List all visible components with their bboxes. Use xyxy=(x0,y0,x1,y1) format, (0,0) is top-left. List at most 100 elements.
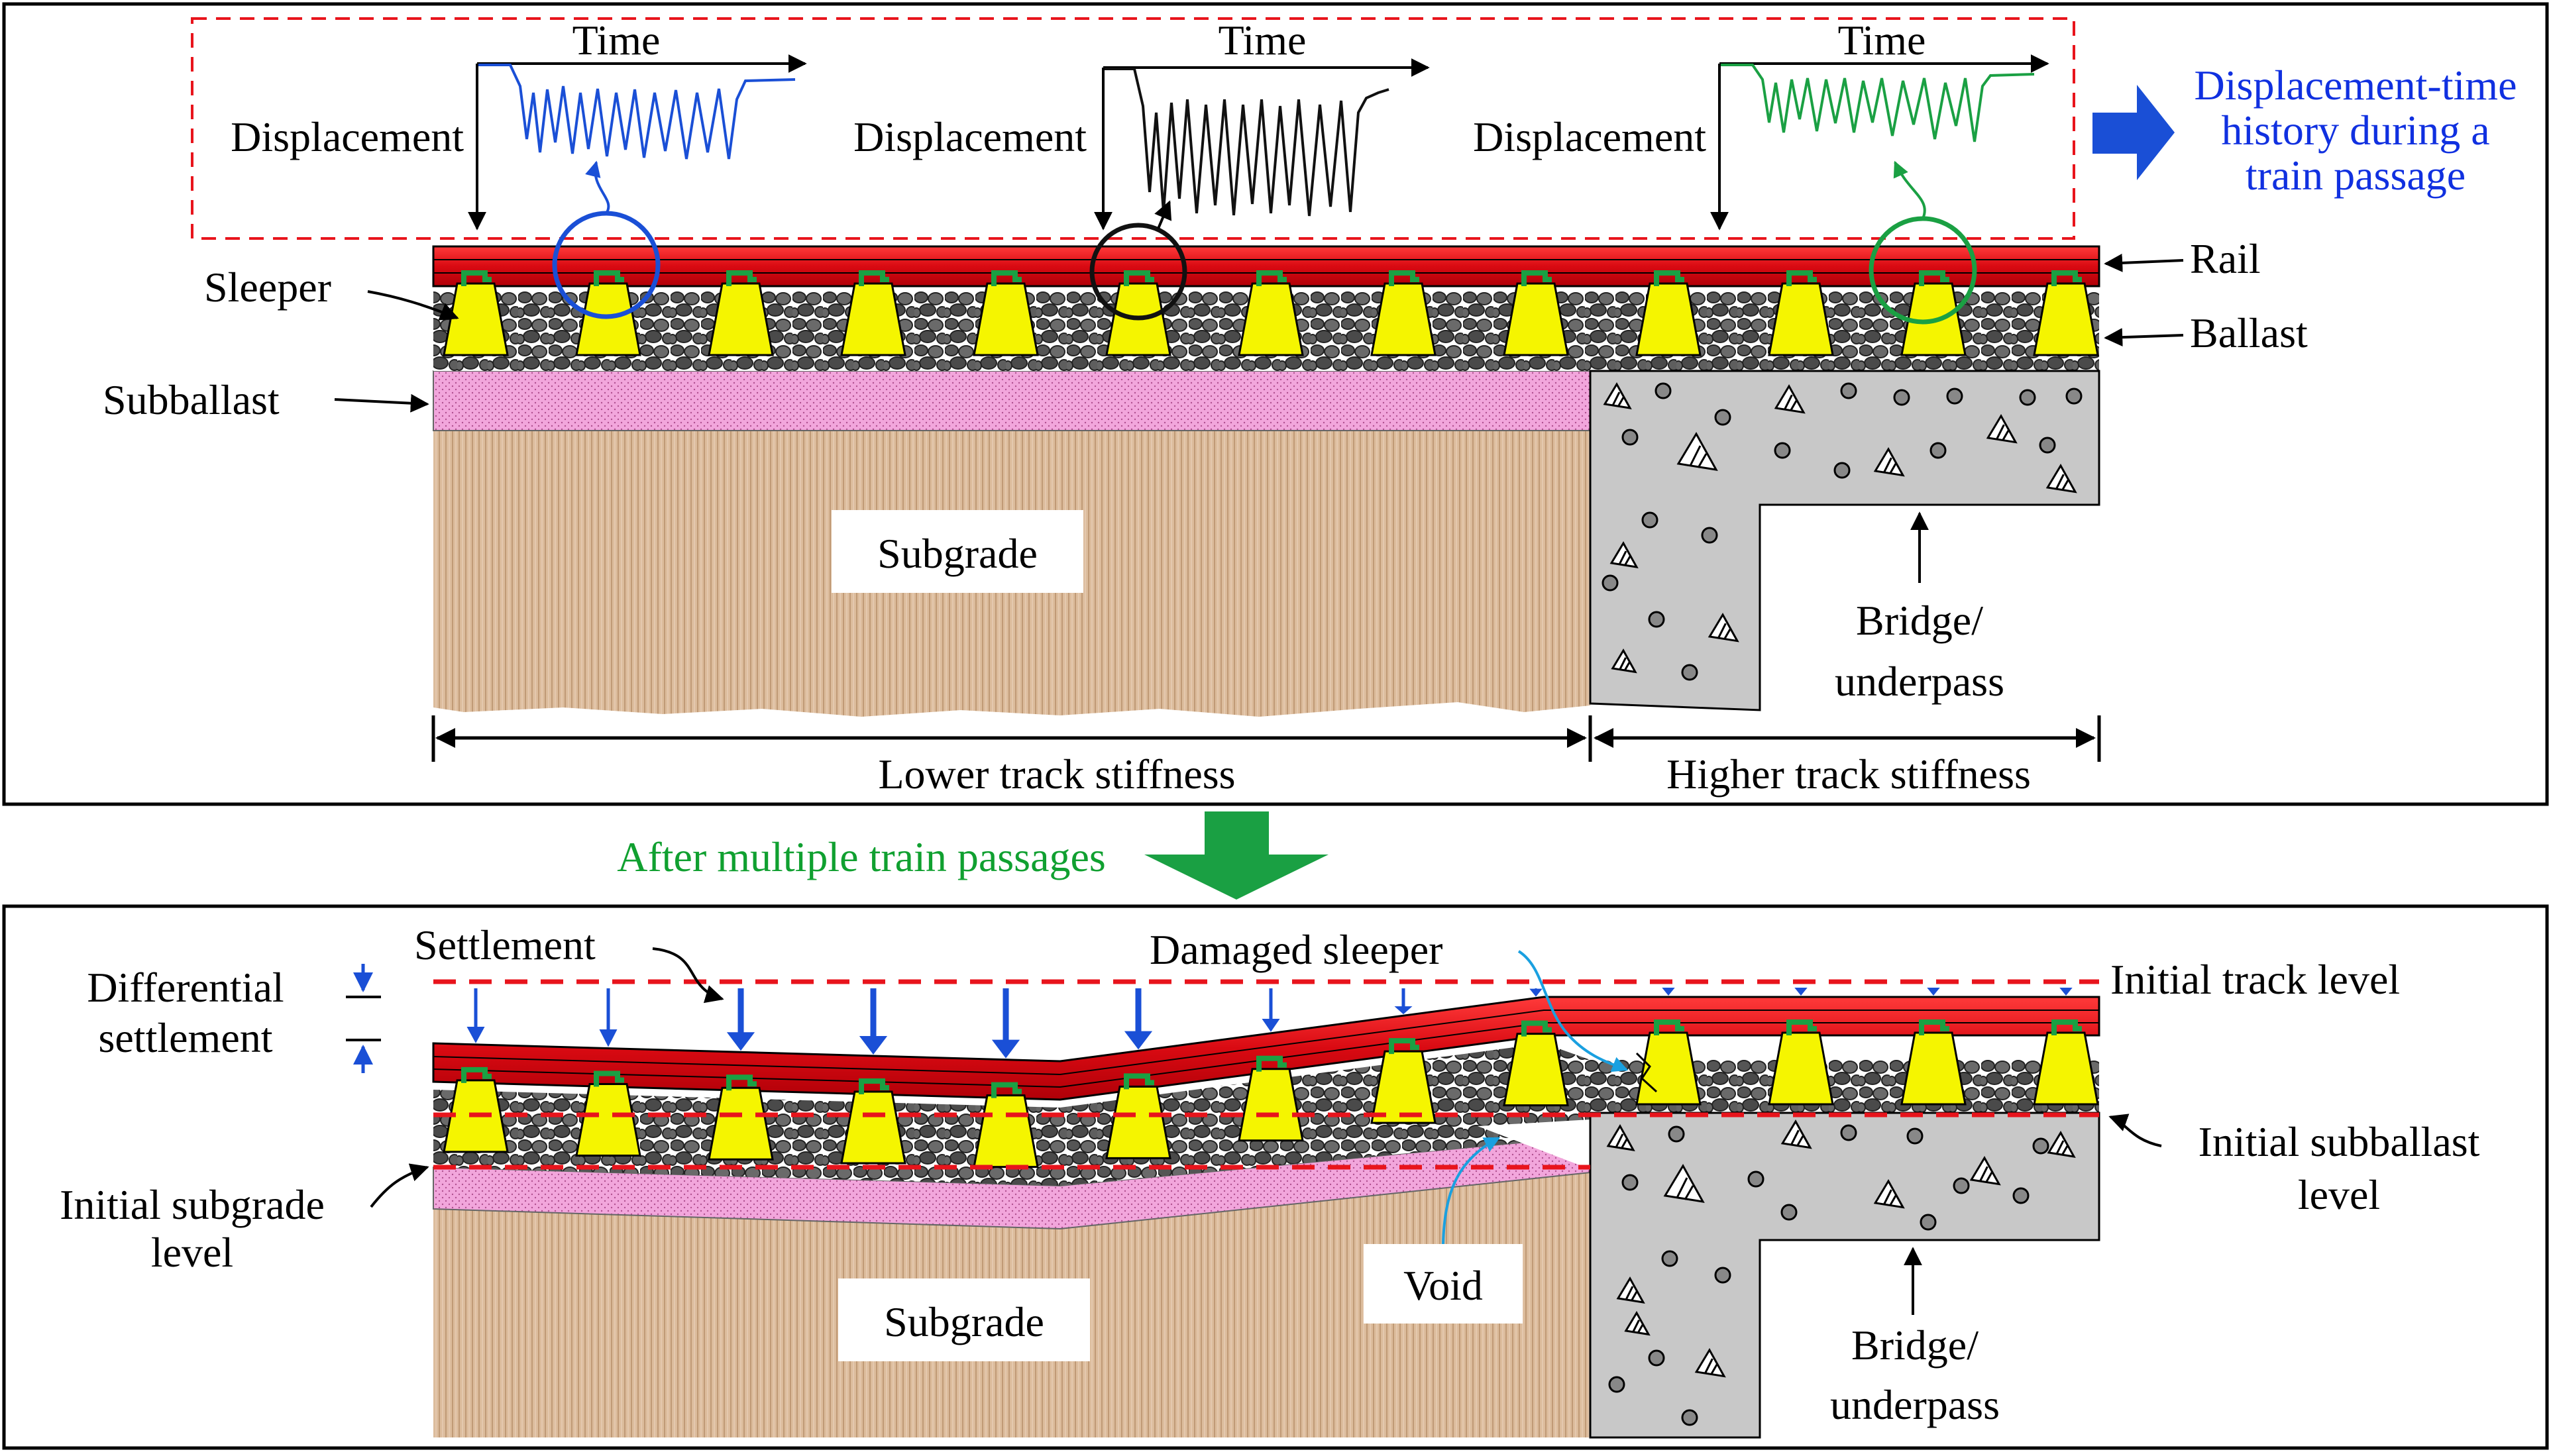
initial-subgrade-leader xyxy=(370,1163,429,1208)
bottom-sleeper-11 xyxy=(1768,1019,1834,1106)
settlement-arrow-5 xyxy=(991,988,1020,1059)
transition-arrow xyxy=(1144,811,1329,900)
top-panel-frame xyxy=(2,2,2549,806)
subgrade-label-bottom: Subgrade xyxy=(884,1298,1044,1345)
rail-top xyxy=(432,245,2100,287)
settlement-arrow-9 xyxy=(1529,988,1543,997)
aggregate-chip xyxy=(1694,1348,1726,1378)
void-label-bg xyxy=(1364,1244,1523,1324)
aggregate-stone xyxy=(1681,664,1698,681)
aggregate-chip xyxy=(1616,1276,1645,1304)
aggregate-stone xyxy=(1655,382,1672,399)
aggregate-chip xyxy=(1611,649,1637,674)
aggregate-chip xyxy=(1624,1311,1651,1336)
aggregate-stone xyxy=(1608,1376,1625,1393)
aggregate-stone xyxy=(1661,1250,1678,1267)
initial-subballast-label-1: Initial subballast xyxy=(2198,1118,2480,1165)
damaged-sleeper-leader xyxy=(1517,950,1629,1072)
bottom-sleeper-13 xyxy=(2033,1019,2099,1106)
settlement-arrow-10 xyxy=(1662,988,1675,996)
settlement-arrow-8 xyxy=(1394,988,1413,1015)
bottom-sleeper-8 xyxy=(1370,1038,1437,1124)
aggregate-chip xyxy=(1774,384,1806,414)
aggregate-chip xyxy=(1609,541,1639,568)
lower-stiffness-label: Lower track stiffness xyxy=(878,751,1235,798)
aggregate-stone xyxy=(1946,388,1963,405)
initial-subgrade-label-1: Initial subgrade xyxy=(60,1181,325,1228)
aggregate-chip xyxy=(1873,447,1905,477)
aggregate-stone xyxy=(1681,1409,1698,1426)
aggregate-stone xyxy=(1780,1204,1798,1221)
aggregate-stone xyxy=(1929,442,1947,459)
transition-label: After multiple train passages xyxy=(617,833,1106,880)
settlement-arrow-7 xyxy=(1262,988,1280,1032)
damaged-sleeper-label: Damaged sleeper xyxy=(1150,926,1442,973)
aggregate-stone xyxy=(1714,409,1731,426)
sleepers-bottom xyxy=(443,1019,2099,1169)
differential-label-2: settlement xyxy=(98,1014,272,1061)
settlement-arrow-1 xyxy=(466,988,485,1043)
aggregate-stone xyxy=(1714,1267,1731,1284)
aggregate-stone xyxy=(1893,389,1910,406)
aggregate-stone xyxy=(1668,1125,1685,1143)
aggregate-chip xyxy=(1873,1179,1905,1209)
differential-label-1: Differential xyxy=(87,964,284,1011)
top-sleeper-11 xyxy=(1768,270,1834,356)
bottom-sleeper-2 xyxy=(575,1070,641,1157)
aggregate-stone xyxy=(1840,1124,1857,1141)
measure-arrow-green xyxy=(1893,160,1926,219)
settlement-arrow-13 xyxy=(2059,988,2073,996)
rail-bottom xyxy=(432,996,2100,1101)
differential-indicator xyxy=(346,964,381,1073)
top-sleeper-2 xyxy=(575,270,641,356)
aggregate-stone xyxy=(1701,527,1718,544)
bottom-sleeper-4 xyxy=(840,1078,906,1165)
subgrade-label-bg-bottom xyxy=(838,1278,1090,1361)
damaged-sleeper-crack xyxy=(1635,1052,1658,1093)
top-sleeper-8 xyxy=(1370,270,1437,356)
aggregate-stone xyxy=(1833,462,1851,479)
aggregate-chip xyxy=(1969,1156,2001,1186)
void-leader xyxy=(1442,1137,1501,1245)
aggregate-chip xyxy=(1663,1164,1705,1203)
svg-text:train passage: train passage xyxy=(2246,152,2466,199)
aggregate-chip xyxy=(1708,613,1739,643)
aggregate-stone xyxy=(1840,382,1857,399)
aggregate-stone xyxy=(2012,1187,2030,1204)
settlement-leader xyxy=(652,947,724,1004)
measure-arrow-blue xyxy=(585,160,610,215)
plots-dashed-box xyxy=(191,17,2075,240)
aggregate-chip xyxy=(2045,464,2077,494)
displacement-trace-2 xyxy=(1105,68,1389,217)
bottom-sleeper-10 xyxy=(1635,1019,1702,1106)
svg-text:Displacement-time: Displacement-time xyxy=(2195,62,2517,109)
displacement-label-2: Displacement xyxy=(853,113,1087,160)
time-label-2: Time xyxy=(1219,17,1307,64)
settlement-arrow-11 xyxy=(1794,988,1808,996)
sleeper-label: Sleeper xyxy=(204,264,331,311)
initial-track-level-label: Initial track level xyxy=(2110,956,2400,1003)
higher-stiffness-label: Higher track stiffness xyxy=(1666,751,2031,798)
subballast-label: Subballast xyxy=(103,376,280,423)
void-gap xyxy=(1478,1119,1590,1169)
measure-arrow-black xyxy=(1154,200,1172,229)
aggregate-stone xyxy=(1774,442,1791,459)
settlement-arrow-12 xyxy=(1927,988,1940,996)
top-sleeper-3 xyxy=(708,270,774,356)
initial-subgrade-label-2: level xyxy=(151,1229,233,1276)
aggregate-stone xyxy=(2019,389,2036,406)
ballast-label: Ballast xyxy=(2190,309,2308,356)
subballast-leader xyxy=(334,393,429,413)
settlement-arrows xyxy=(466,988,2073,1059)
bridge-aggregate-bottom xyxy=(1606,1119,2076,1426)
initial-subballast-leader xyxy=(2108,1114,2162,1147)
aggregate-stone xyxy=(1747,1170,1764,1188)
aggregate-stone xyxy=(2032,1137,2049,1155)
top-sleeper-4 xyxy=(840,270,906,356)
bottom-sleeper-3 xyxy=(708,1074,774,1161)
bottom-sleeper-12 xyxy=(1900,1019,1967,1106)
bridge-label-bottom-2: underpass xyxy=(1830,1381,2000,1428)
subgrade-label-top: Subgrade xyxy=(877,530,1038,577)
